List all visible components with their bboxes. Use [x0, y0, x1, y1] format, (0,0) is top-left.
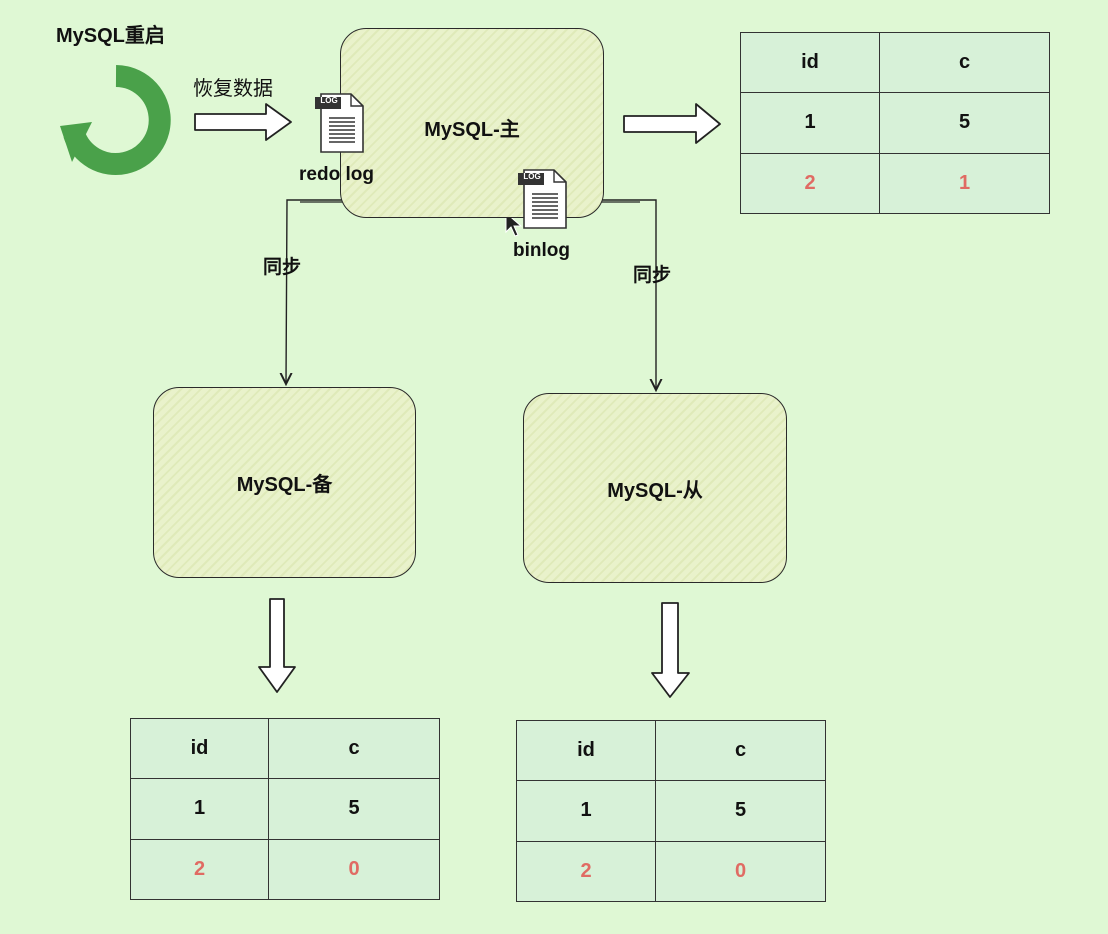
table-cell: 2 [130, 838, 269, 901]
output-arrow [623, 103, 721, 144]
header-cell: id [130, 717, 269, 780]
replica-down-arrow [651, 602, 690, 698]
sync-left-label: 同步 [263, 257, 302, 278]
sync-right-label: 同步 [633, 265, 672, 286]
mysql-standby-label: MySQL-备 [236, 474, 333, 496]
table-row: 1 5 [130, 778, 440, 840]
binlog-badge: LOG [523, 172, 541, 181]
replica-data-table: id c 1 5 2 0 [516, 719, 826, 903]
table-row: 2 1 [740, 152, 1050, 215]
table-header-row: id c [516, 719, 826, 782]
binlog-file-icon [518, 169, 567, 229]
table-row: 2 0 [130, 838, 440, 901]
table-row: 2 0 [516, 840, 826, 903]
table-cell: 0 [268, 838, 440, 901]
standby-down-arrow [258, 598, 296, 693]
mysql-master-label: MySQL-主 [424, 119, 520, 141]
restart-label: MySQL重启 [56, 25, 165, 47]
mysql-standby-node[interactable]: MySQL-备 [153, 387, 416, 578]
table-cell: 1 [740, 92, 880, 154]
sync-left-line [286, 199, 512, 384]
mysql-replica-label: MySQL-从 [607, 479, 703, 502]
table-cell: 2 [740, 152, 880, 215]
table-cell: 5 [655, 780, 826, 842]
table-cell: 1 [130, 778, 269, 840]
mysql-replica-node[interactable]: MySQL-从 [523, 393, 787, 583]
table-cell: 0 [655, 840, 826, 903]
header-cell: id [740, 31, 880, 94]
header-cell: id [516, 719, 656, 782]
refresh-icon [60, 65, 171, 175]
redo-log-badge: LOG [320, 96, 338, 105]
standby-data-table: id c 1 5 2 0 [130, 717, 440, 901]
redo-log-label: redo log [299, 164, 374, 185]
mouse-cursor-icon [505, 211, 523, 237]
table-cell: 2 [516, 840, 656, 903]
table-header-row: id c [130, 717, 440, 780]
table-cell: 5 [879, 92, 1050, 154]
recover-arrow [194, 103, 292, 141]
redo-log-file-icon [315, 93, 364, 153]
table-cell: 1 [516, 780, 656, 842]
recover-label: 恢复数据 [193, 78, 273, 100]
table-row: 1 5 [740, 92, 1050, 154]
binlog-label: binlog [513, 240, 570, 261]
header-cell: c [268, 717, 440, 780]
sync-right-line [572, 199, 656, 390]
table-row: 1 5 [516, 780, 826, 842]
header-cell: c [879, 31, 1050, 94]
table-cell: 5 [268, 778, 440, 840]
table-cell: 1 [879, 152, 1050, 215]
table-header-row: id c [740, 31, 1050, 94]
header-cell: c [655, 719, 826, 782]
master-data-table: id c 1 5 2 1 [740, 31, 1050, 215]
